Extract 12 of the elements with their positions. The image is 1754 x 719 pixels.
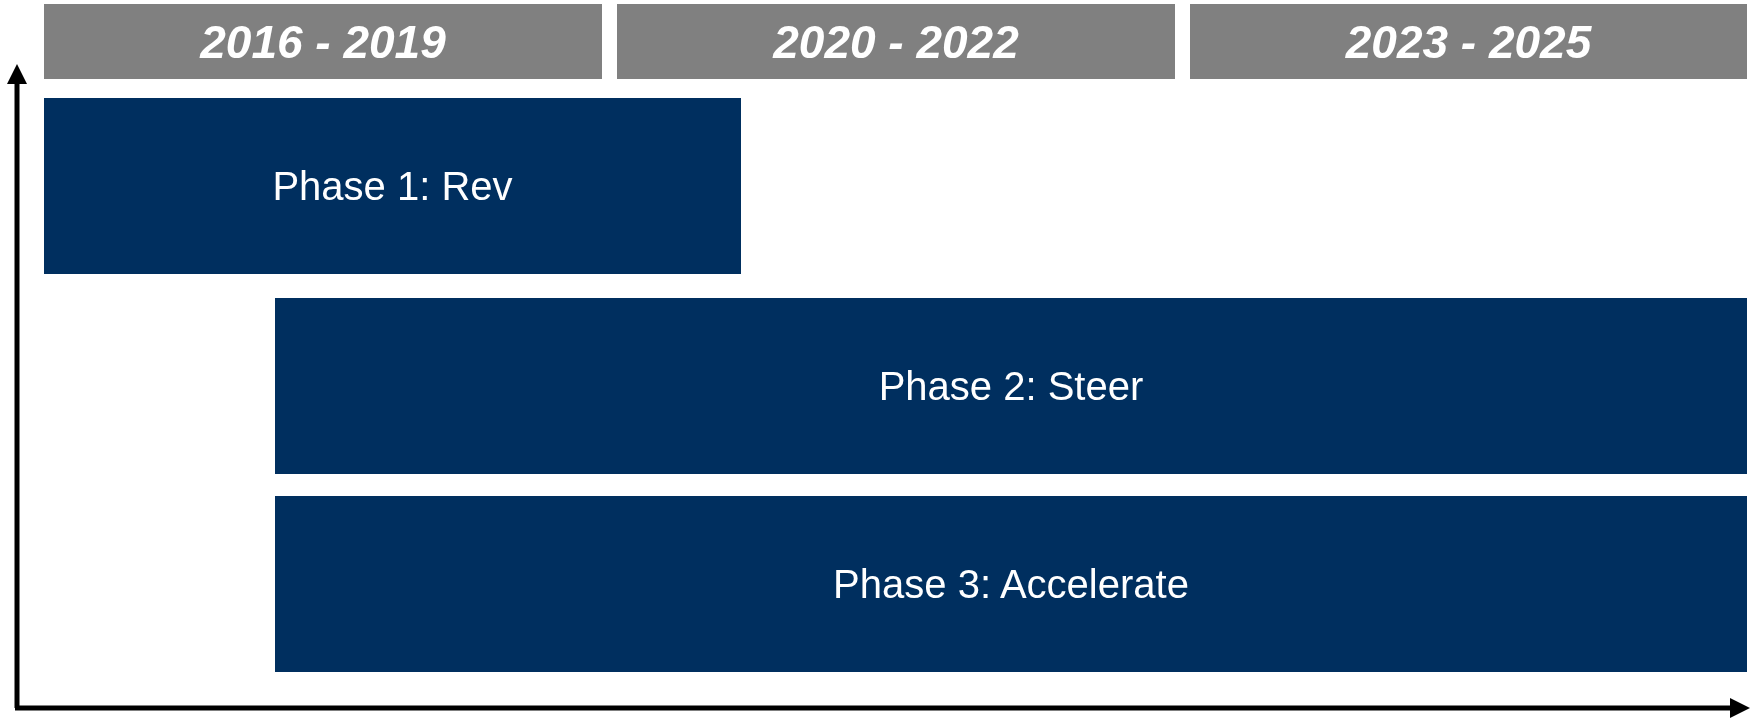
year-header: [617, 4, 1175, 79]
year-header: [44, 4, 602, 79]
phase-label: Phase 3: Accelerate: [833, 561, 1189, 607]
phase-label: Phase 1: Rev: [272, 163, 513, 209]
year-range: 2020 - 2022: [773, 14, 1019, 69]
phase-label: Phase 2: Steer: [878, 363, 1144, 409]
phase-bar: [275, 298, 1747, 474]
phase-bar: [44, 98, 741, 274]
year-header: [1190, 4, 1747, 79]
year-range: 2023 - 2025: [1345, 14, 1592, 69]
phase-bar: [275, 496, 1747, 672]
year-range: 2016 - 2019: [200, 14, 446, 69]
